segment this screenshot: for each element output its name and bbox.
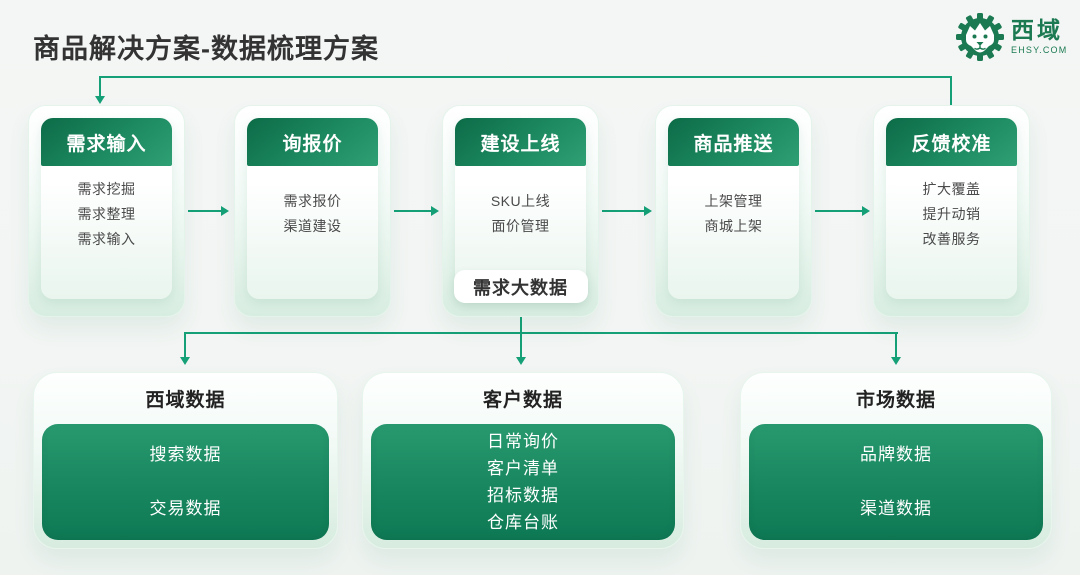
arrow-stage1-stage2	[188, 210, 222, 212]
stage-items: 需求挖掘 需求整理 需求输入	[41, 166, 172, 262]
stage-card-product-push: 商品推送 上架管理 商城上架	[655, 105, 812, 317]
arrow-stage4-stage5-head-icon	[862, 206, 870, 216]
stage-item: 需求整理	[77, 205, 136, 222]
pool-title-ehsy-data: 西域数据	[145, 389, 226, 411]
pool-title-customer-data: 客户数据	[482, 389, 563, 411]
logo-brand-name: 西域	[1011, 17, 1063, 43]
big-data-badge: 需求大数据	[453, 270, 588, 303]
pool-card-ehsy-data: 西域数据 搜索数据 交易数据	[33, 372, 338, 549]
stage-item: 改善服务	[922, 230, 981, 247]
feedback-arrowhead-icon	[95, 96, 105, 104]
stage-items: 扩大覆盖 提升动销 改善服务	[886, 166, 1017, 262]
arrow-stage3-stage4	[602, 210, 645, 212]
pool-item: 日常询价	[487, 431, 559, 451]
pool-item: 品牌数据	[860, 445, 932, 465]
arrow-stage4-stage5	[815, 210, 863, 212]
pool-title-market-data: 市场数据	[855, 389, 936, 411]
drop-to-pool1	[184, 332, 186, 358]
feedback-line-down-to-stage1	[99, 76, 101, 97]
stage-item: 需求输入	[77, 230, 136, 247]
stage-item: 需求报价	[283, 193, 342, 209]
stage-card-inquiry-quote-inner: 询报价 需求报价 渠道建设	[247, 118, 378, 299]
stage-card-demand-input: 需求输入 需求挖掘 需求整理 需求输入	[28, 105, 185, 317]
stage-title-inquiry-quote: 询报价	[247, 118, 378, 166]
pool-body: 日常询价 客户清单 招标数据 仓库台账	[371, 424, 675, 540]
stage-items: 上架管理 商城上架	[668, 166, 799, 262]
stage-card-demand-input-inner: 需求输入 需求挖掘 需求整理 需求输入	[41, 118, 172, 299]
stage-items: SKU上线 面价管理	[455, 166, 586, 262]
page-title: 商品解决方案-数据梳理方案	[33, 34, 379, 64]
arrow-stage3-stage4-head-icon	[644, 206, 652, 216]
stage-items: 需求报价 渠道建设	[247, 166, 378, 262]
arrow-stage2-stage3-head-icon	[431, 206, 439, 216]
stage-card-inquiry-quote: 询报价 需求报价 渠道建设	[234, 105, 391, 317]
stage-card-build-launch: 建设上线 SKU上线 面价管理 需求大数据	[442, 105, 599, 317]
lion-gear-logo-icon	[956, 13, 1004, 61]
stage-title-feedback-calibration: 反馈校准	[886, 118, 1017, 166]
pool-card-market-data: 市场数据 品牌数据 渠道数据	[740, 372, 1052, 549]
distribution-line	[184, 332, 898, 334]
stage-card-feedback-calibration-inner: 反馈校准 扩大覆盖 提升动销 改善服务	[886, 118, 1017, 299]
pool-item: 客户清单	[487, 458, 559, 478]
arrow-stage1-stage2-head-icon	[221, 206, 229, 216]
stage-item: 扩大覆盖	[922, 180, 981, 197]
arrow-stage2-stage3	[394, 210, 432, 212]
logo-domain: EHSY.COM	[1011, 45, 1068, 55]
pool-body: 品牌数据 渠道数据	[749, 424, 1043, 540]
pool-item: 渠道数据	[860, 499, 932, 519]
brand-logo: 西域 EHSY.COM	[956, 13, 1067, 61]
pool-item: 招标数据	[487, 485, 559, 505]
drop-to-pool2-head-icon	[516, 357, 526, 365]
logo-text: 西域 EHSY.COM	[1011, 19, 1067, 55]
stage-item: 面价管理	[491, 218, 550, 234]
stage-item: 渠道建设	[283, 218, 342, 234]
feedback-line-top	[99, 76, 952, 78]
stage-item: 商城上架	[704, 218, 763, 234]
stage-title-build-launch: 建设上线	[455, 118, 586, 166]
stage-item: SKU上线	[490, 193, 551, 209]
drop-to-pool3-head-icon	[891, 357, 901, 365]
drop-to-pool2	[520, 332, 522, 358]
drop-to-pool3	[895, 332, 897, 358]
feedback-line-up-from-stage5	[950, 77, 952, 110]
stage-item: 需求挖掘	[77, 180, 136, 197]
stage-card-product-push-inner: 商品推送 上架管理 商城上架	[668, 118, 799, 299]
pool-body: 搜索数据 交易数据	[42, 424, 329, 540]
stage-item: 提升动销	[922, 205, 981, 222]
stage-title-product-push: 商品推送	[668, 118, 799, 166]
drop-to-pool1-head-icon	[180, 357, 190, 365]
stage-card-build-launch-inner: 建设上线 SKU上线 面价管理 需求大数据	[453, 118, 588, 303]
pool-item: 搜索数据	[149, 445, 222, 465]
pool-item: 交易数据	[149, 499, 222, 519]
pool-card-customer-data: 客户数据 日常询价 客户清单 招标数据 仓库台账	[362, 372, 684, 549]
stage-title-demand-input: 需求输入	[41, 118, 172, 166]
stage-item: 上架管理	[704, 193, 763, 209]
stage-card-feedback-calibration: 反馈校准 扩大覆盖 提升动销 改善服务	[873, 105, 1030, 317]
pool-item: 仓库台账	[487, 512, 559, 532]
